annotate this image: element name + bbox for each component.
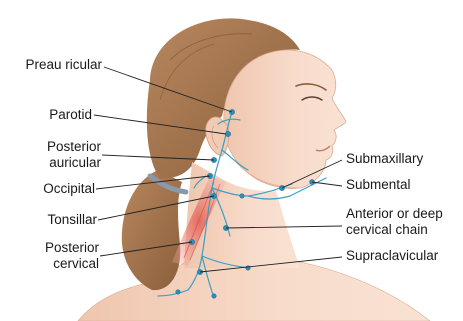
label-anterior-deep-cervical-chain: Anterior or deep cervical chain — [346, 206, 443, 238]
label-supraclavicular: Supraclavicular — [346, 248, 438, 264]
label-posterior-cervical-line1: Posterior — [2, 240, 99, 256]
label-submaxillary: Submaxillary — [346, 151, 423, 167]
label-preauricular: Preau ricular — [2, 57, 102, 73]
label-posterior-cervical: Posterior cervical — [2, 240, 99, 272]
label-anterior-deep-line1: Anterior or deep — [346, 206, 443, 222]
label-tonsillar: Tonsillar — [2, 212, 97, 228]
label-posterior-cervical-line2: cervical — [2, 256, 99, 272]
label-posterior-auricular-line1: Posterior — [2, 139, 101, 155]
shoulders — [78, 262, 430, 321]
label-parotid: Parotid — [2, 107, 92, 123]
label-posterior-auricular: Posterior auricular — [2, 139, 101, 171]
label-posterior-auricular-line2: auricular — [2, 155, 101, 171]
label-occipital: Occipital — [2, 181, 95, 197]
label-submental: Submental — [346, 177, 411, 193]
node-parotid — [225, 131, 230, 136]
label-anterior-deep-line2: cervical chain — [346, 222, 443, 238]
